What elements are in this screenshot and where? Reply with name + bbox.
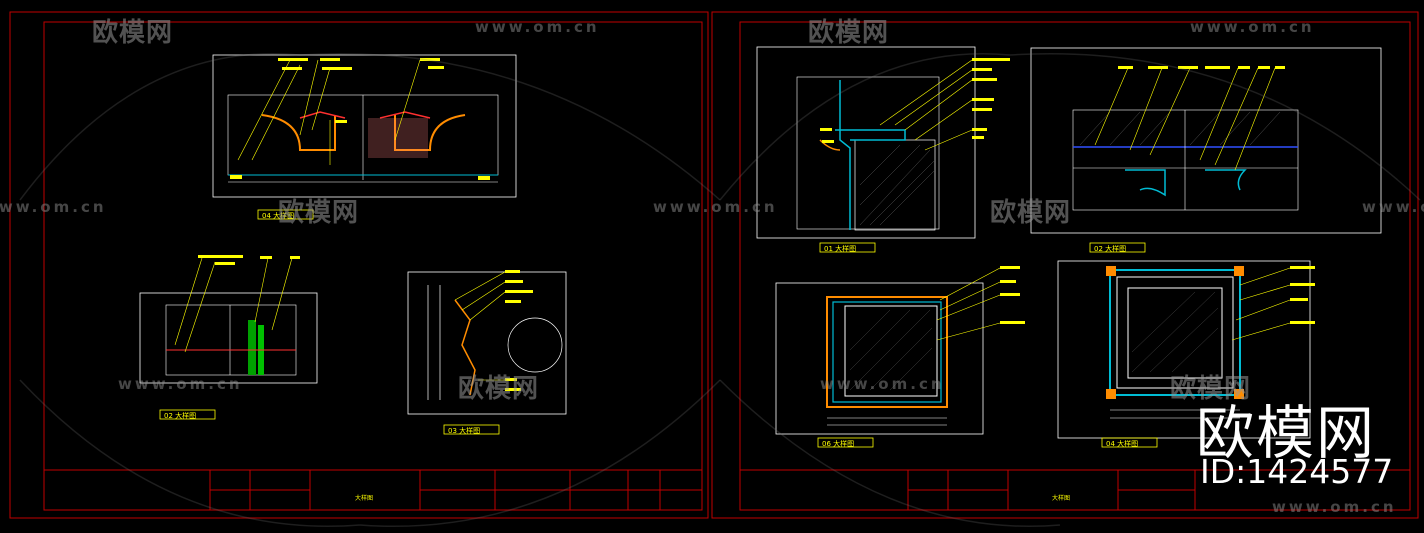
view-label-left-02: 02 大样图 bbox=[164, 411, 196, 420]
view-label-right-04: 04 大样图 bbox=[1106, 439, 1138, 448]
watermark-url: www.om.cn bbox=[0, 198, 107, 216]
watermark-url: www.om.cn bbox=[1190, 18, 1315, 36]
right-view-01: 01 大样图 bbox=[756, 46, 1010, 253]
watermark-url: www.om.cn bbox=[475, 18, 600, 36]
watermark-url: www.om.cn bbox=[653, 198, 778, 216]
right-title-block-drawing-name: 大样图 bbox=[1052, 494, 1070, 502]
site-stamp-title: 欧模网 bbox=[1196, 399, 1377, 467]
left-view-04: 04 大样图 bbox=[212, 54, 517, 220]
left-view-03: 03 大样图 bbox=[407, 270, 567, 435]
left-title-block-drawing-name: 大样图 bbox=[355, 494, 373, 502]
watermark-logo: 欧模网 bbox=[92, 18, 174, 48]
right-view-02: 02 大样图 bbox=[1030, 47, 1382, 253]
view-label-right-02: 02 大样图 bbox=[1094, 244, 1126, 253]
right-title-block bbox=[740, 469, 1410, 510]
view-label-right-01: 01 大样图 bbox=[824, 244, 856, 253]
site-stamp-id: ID:1424577 bbox=[1200, 452, 1394, 491]
watermark-arcs bbox=[19, 52, 1421, 528]
watermark-logo: 欧模网 bbox=[278, 198, 360, 228]
watermark-logo: 欧模网 bbox=[458, 374, 540, 404]
right-view-04: 04 大样图 bbox=[1057, 260, 1315, 448]
right-view-06: 06 大样图 bbox=[775, 266, 1025, 448]
view-label-left-04: 04 大样图 bbox=[262, 211, 294, 220]
watermark-url: www.om.cn bbox=[1362, 198, 1424, 216]
watermark-url: www.om.cn bbox=[118, 375, 243, 393]
watermark-logo: 欧模网 bbox=[1170, 374, 1252, 404]
watermark-url: www.om.cn bbox=[1272, 498, 1397, 516]
left-sheet: 04 大样图 02 大样图 bbox=[9, 11, 709, 519]
right-sheet: 01 大样图 bbox=[19, 11, 1421, 528]
left-view-02: 02 大样图 bbox=[139, 255, 318, 420]
watermark-logo: 欧模网 bbox=[990, 198, 1072, 228]
view-label-right-06: 06 大样图 bbox=[822, 439, 854, 448]
view-label-left-03: 03 大样图 bbox=[448, 426, 480, 435]
left-title-block bbox=[44, 469, 702, 510]
watermark-logo: 欧模网 bbox=[808, 18, 890, 48]
watermark-url: www.om.cn bbox=[820, 375, 945, 393]
